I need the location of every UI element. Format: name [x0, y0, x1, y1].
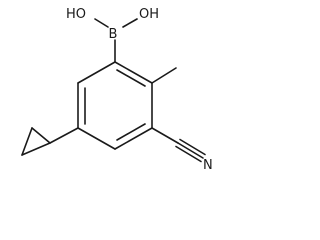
b-o-left-bond — [94, 18, 109, 28]
c-cn-bond — [151, 127, 179, 144]
cyclopropyl-bond-1 — [31, 127, 51, 144]
b-o-right-bond — [122, 18, 138, 28]
molecule-drawing: B HO OH N — [21, 7, 213, 173]
ring-to-cyclopropyl-bond — [49, 127, 79, 144]
ring-double-bond-a — [116, 69, 146, 87]
cyclopropyl-bond-2 — [21, 127, 33, 156]
boronic-acid-group: B HO OH — [66, 7, 159, 63]
hydroxyl-right-label: OH — [139, 7, 159, 22]
cyclopropyl-bond-3 — [21, 142, 51, 156]
nitrile-nitrogen-label: N — [203, 158, 213, 173]
triple-bond-line-1 — [177, 142, 204, 159]
ring-bond-3 — [114, 127, 153, 150]
cyano-group: N — [151, 127, 213, 173]
structure-diagram: B HO OH N — [21, 7, 213, 173]
triple-bond-line-3 — [175, 145, 202, 163]
ring-bond-1 — [114, 61, 153, 84]
cyclopropyl-group — [21, 127, 79, 156]
boron-atom-label: B — [109, 27, 118, 42]
benzene-ring — [77, 61, 153, 150]
ring-bond-4 — [77, 127, 116, 150]
methyl-bond — [151, 67, 177, 84]
ring-bond-6 — [77, 61, 116, 84]
ring-double-bond-b — [116, 123, 146, 141]
hydroxyl-left-label: HO — [66, 7, 86, 22]
triple-bond-line-2 — [179, 138, 206, 156]
